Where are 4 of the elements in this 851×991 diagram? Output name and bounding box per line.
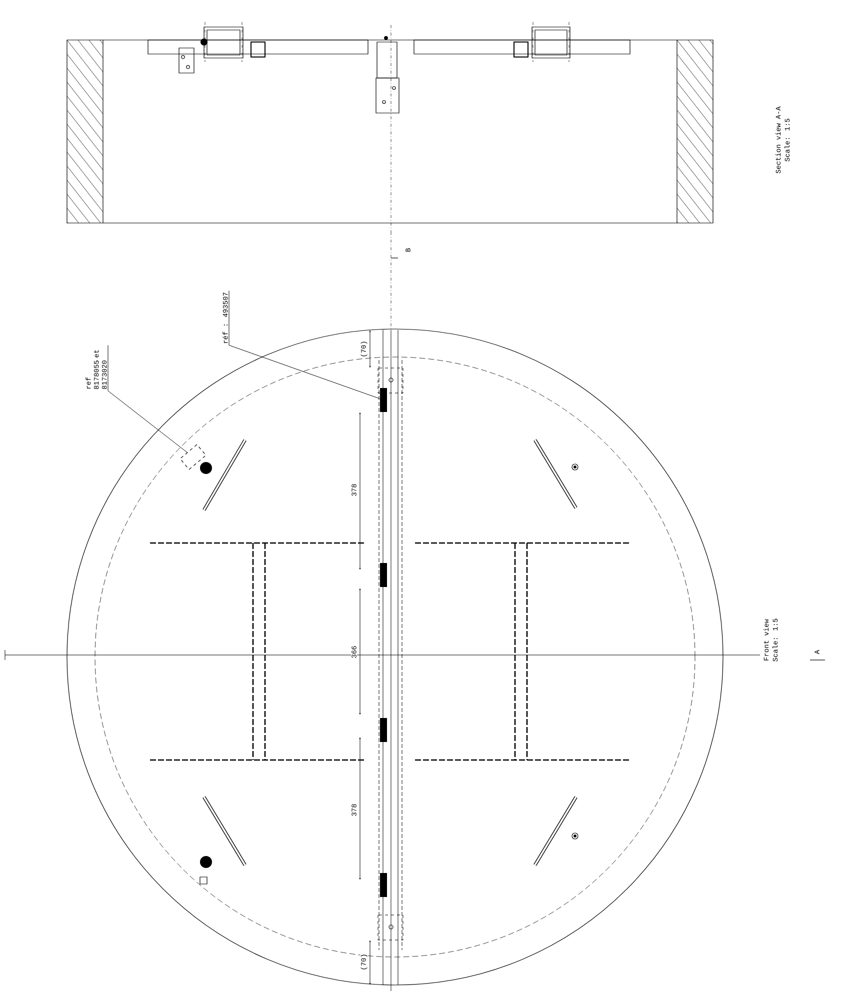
bracket-part — [180, 444, 206, 470]
hinge — [380, 388, 387, 412]
leader-line — [108, 344, 188, 453]
leader-line — [228, 290, 380, 399]
